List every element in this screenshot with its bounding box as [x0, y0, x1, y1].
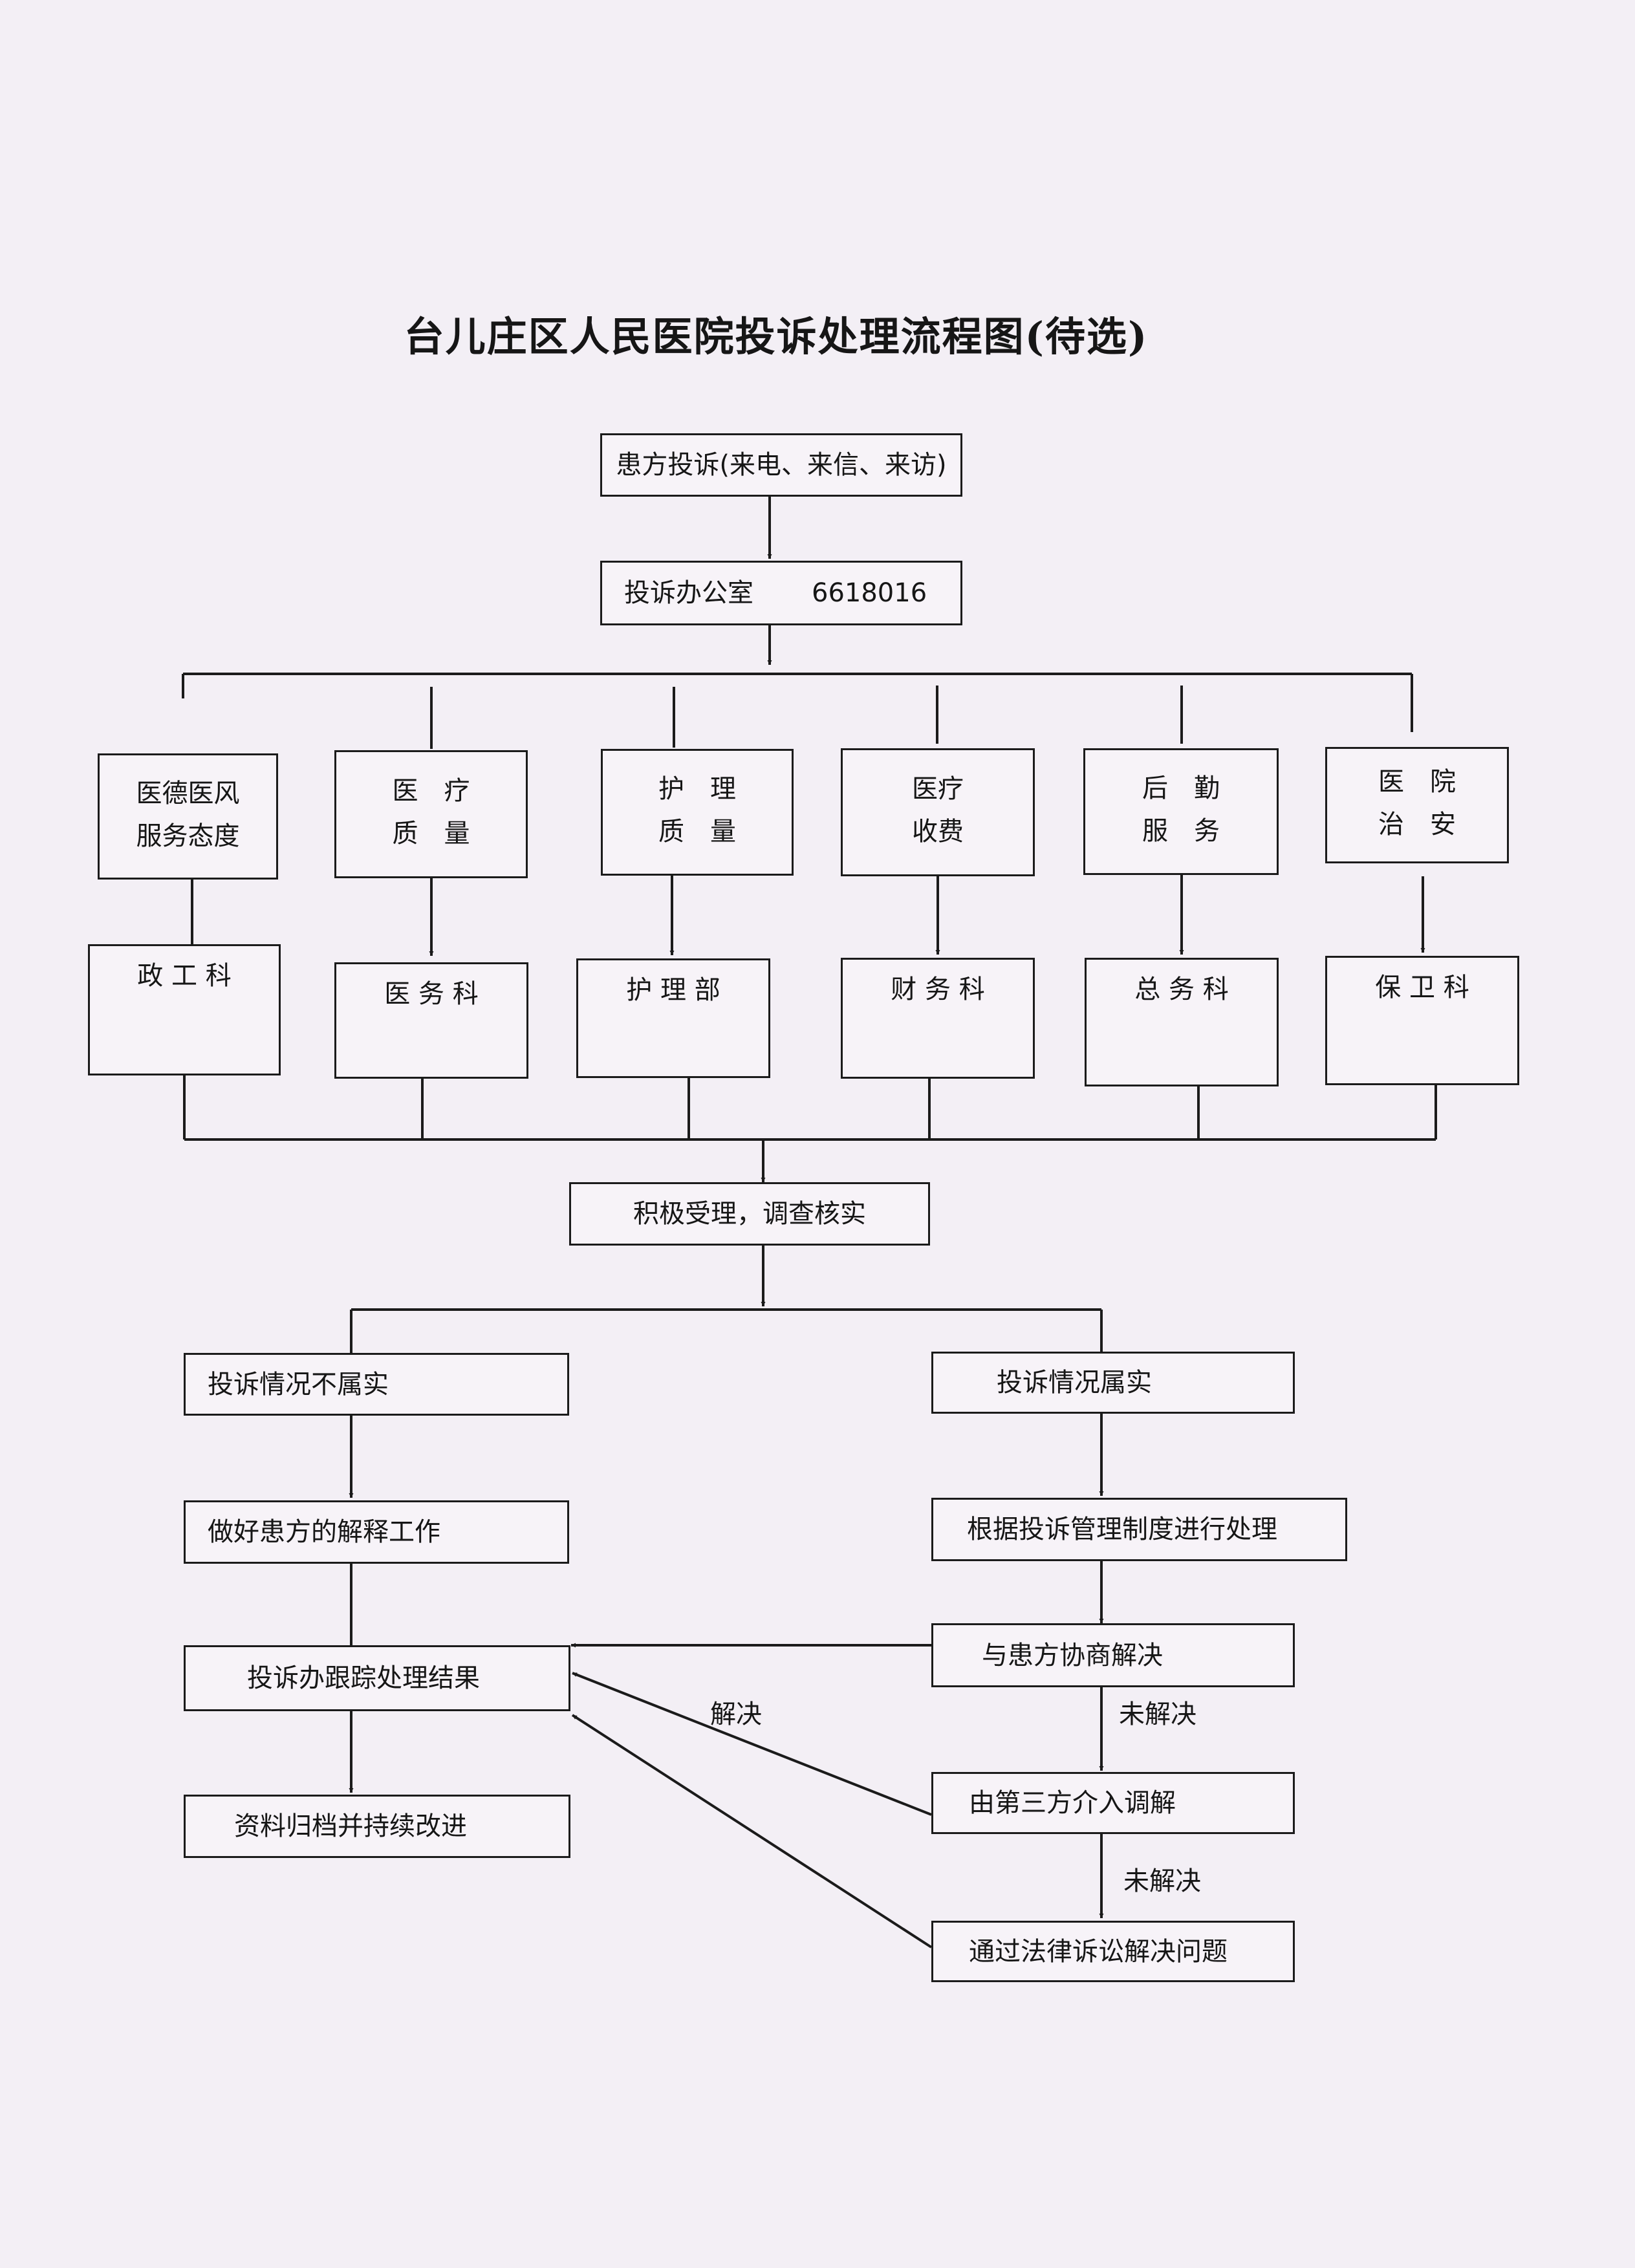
- explain-text: 做好患方的解释工作: [208, 1517, 440, 1547]
- handle-text: 根据投诉管理制度进行处理: [967, 1515, 1277, 1544]
- category-box-nursing-quality: 护 理 质 量: [601, 749, 794, 876]
- category-box-billing: 医疗 收费: [841, 748, 1035, 876]
- category-box-ethics: 医德医风 服务态度: [98, 753, 278, 880]
- dept-nursing-label: 护 理 部: [626, 975, 720, 1005]
- category-box-medical-quality: 医 疗 质 量: [334, 750, 528, 878]
- track-result-box: 投诉办跟踪处理结果: [184, 1645, 570, 1711]
- dept-medical-affairs-label: 医 务 科: [384, 979, 479, 1009]
- dept-box-general-affairs: 总 务 科: [1085, 958, 1279, 1086]
- category-box-logistics: 后 勤 服 务: [1083, 748, 1279, 875]
- complaint-source-text: 患方投诉(来电、来信、来访): [616, 450, 947, 480]
- not-true-text: 投诉情况不属实: [208, 1369, 389, 1399]
- category-medical-quality-line2: 质 量: [392, 819, 470, 848]
- category-security-line1: 医 院: [1378, 767, 1456, 797]
- accept-investigate-text: 积极受理，调查核实: [633, 1199, 866, 1229]
- edge-label-unresolved-1: 未解决: [1119, 1700, 1196, 1729]
- mediation-box: 由第三方介入调解: [931, 1772, 1295, 1834]
- complaint-office-name: 投诉办公室: [624, 578, 753, 608]
- dept-general-affairs-label: 总 务 科: [1134, 975, 1229, 1004]
- dept-political-label: 政 工 科: [137, 961, 232, 991]
- category-ethics-line2: 服务态度: [136, 821, 240, 851]
- is-true-text: 投诉情况属实: [997, 1368, 1152, 1398]
- accept-investigate-box: 积极受理，调查核实: [569, 1182, 930, 1246]
- dept-box-political: 政 工 科: [88, 944, 281, 1075]
- edge-label-resolved: 解决: [710, 1700, 762, 1729]
- category-nursing-quality-line1: 护 理: [658, 774, 736, 804]
- page-title: 台儿庄区人民医院投诉处理流程图(待选): [404, 313, 1149, 360]
- dept-security-label: 保 卫 科: [1375, 973, 1469, 1002]
- dept-finance-label: 财 务 科: [891, 975, 985, 1004]
- archive-text: 资料归档并持续改进: [234, 1811, 467, 1841]
- category-ethics-line1: 医德医风: [136, 778, 240, 808]
- category-medical-quality-line1: 医 疗: [392, 776, 470, 806]
- is-true-box: 投诉情况属实: [931, 1352, 1295, 1414]
- track-result-text: 投诉办跟踪处理结果: [247, 1663, 480, 1693]
- negotiate-box: 与患方协商解决: [931, 1623, 1295, 1687]
- dept-box-security: 保 卫 科: [1325, 956, 1519, 1085]
- litigation-text: 通过法律诉讼解决问题: [969, 1936, 1228, 1967]
- dept-box-nursing: 护 理 部: [576, 958, 770, 1078]
- category-billing-line2: 收费: [912, 817, 964, 847]
- category-nursing-quality-line2: 质 量: [658, 817, 736, 847]
- dept-box-medical-affairs: 医 务 科: [334, 962, 528, 1079]
- complaint-source-box: 患方投诉(来电、来信、来访): [600, 433, 962, 497]
- arrow-mediation-to-track: [572, 1672, 932, 1816]
- category-logistics-line1: 后 勤: [1142, 773, 1220, 803]
- category-billing-line1: 医疗: [912, 774, 964, 804]
- mediation-text: 由第三方介入调解: [969, 1788, 1176, 1818]
- explain-box: 做好患方的解释工作: [184, 1500, 569, 1564]
- dept-box-finance: 财 务 科: [841, 958, 1035, 1079]
- complaint-office-phone: 6618016: [812, 578, 927, 608]
- category-security-line2: 治 安: [1378, 810, 1456, 839]
- archive-box: 资料归档并持续改进: [184, 1795, 570, 1858]
- litigation-box: 通过法律诉讼解决问题: [931, 1921, 1295, 1982]
- not-true-box: 投诉情况不属实: [184, 1353, 569, 1416]
- handle-box: 根据投诉管理制度进行处理: [931, 1498, 1347, 1561]
- complaint-office-box: 投诉办公室 6618016: [600, 561, 962, 625]
- edge-label-unresolved-2: 未解决: [1123, 1866, 1201, 1896]
- arrow-litigation-to-track: [571, 1714, 933, 1949]
- category-logistics-line2: 服 务: [1142, 816, 1220, 846]
- negotiate-text: 与患方协商解决: [982, 1640, 1163, 1670]
- category-box-security: 医 院 治 安: [1325, 747, 1509, 863]
